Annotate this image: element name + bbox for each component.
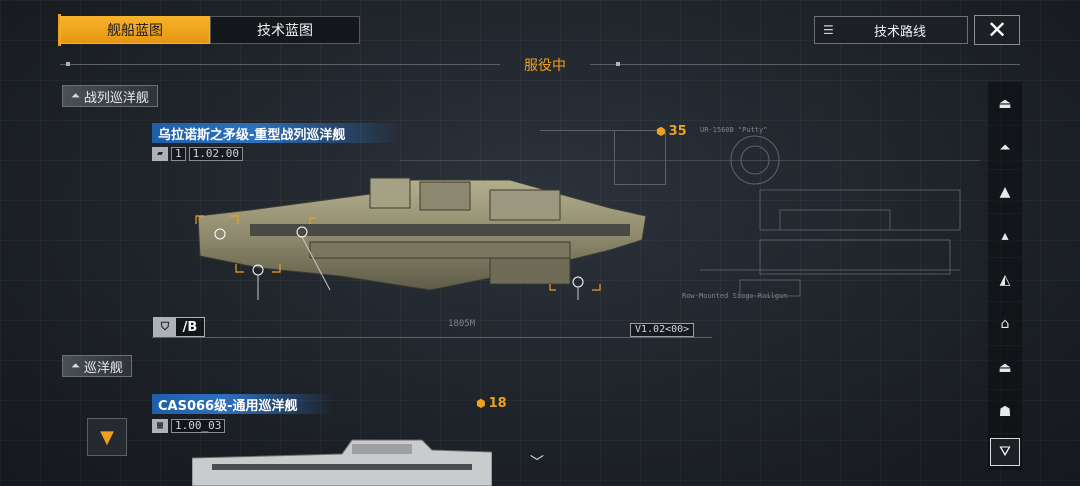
battlecruiser-icon: ⏶	[71, 89, 80, 102]
ship-cost-value: 18	[488, 396, 507, 411]
cruiser-icon: ⏶	[71, 359, 80, 372]
carrier-icon[interactable]: ⌂	[988, 302, 1022, 346]
destroyer-icon[interactable]: ▴	[988, 214, 1022, 258]
tab-ship-blueprint[interactable]: 舰船蓝图	[60, 16, 210, 44]
ship-cost: ⬢ 18	[476, 396, 507, 411]
support-icon[interactable]: ⏏	[988, 346, 1022, 390]
shield-icon: ⛉	[154, 318, 176, 336]
category-label: 巡洋舰	[83, 360, 123, 376]
filter-button[interactable]: ⛛	[990, 438, 1020, 466]
blueprint-line	[614, 130, 615, 185]
cruiser-icon[interactable]: ▲	[988, 170, 1022, 214]
ship-model-cas066[interactable]	[192, 436, 492, 486]
close-icon: ✕	[986, 16, 1008, 44]
rank-chevron-icon: ▼	[100, 426, 114, 448]
blueprint-line	[540, 130, 660, 131]
category-label: 战列巡洋舰	[83, 90, 149, 106]
battlecruiser-icon[interactable]: ⏶	[988, 126, 1022, 170]
ship-rank-badge: ⛉ /B	[153, 317, 205, 337]
tab-decoration	[58, 14, 70, 46]
blueprint-tabs: 舰船蓝图 技术蓝图	[60, 16, 360, 44]
corvette-icon[interactable]: ☗	[988, 390, 1022, 434]
blueprint-line	[614, 184, 666, 185]
ship-version: V1.02<00>	[630, 323, 695, 337]
fleet-rank-button[interactable]: ▼	[87, 418, 127, 456]
frigate-icon[interactable]: ◭	[988, 258, 1022, 302]
blueprint-ruler	[152, 337, 712, 338]
ship-name[interactable]: CAS066级-通用巡洋舰	[152, 394, 332, 414]
ship-cost-value: 35	[668, 124, 687, 139]
divider-dot	[616, 62, 620, 66]
category-battlecruiser[interactable]: ⏶ 战列巡洋舰	[62, 85, 158, 107]
tech-route-button[interactable]: ☰ 技术路线	[814, 16, 968, 44]
ship-model-uranus-spear[interactable]	[190, 172, 650, 300]
ship-code-index: 1	[171, 147, 186, 161]
divider-right	[590, 64, 1020, 65]
list-tree-icon: ☰	[823, 23, 834, 37]
ship-cost: ⬢ 35	[656, 124, 687, 139]
flagship-icon[interactable]: ⏏	[988, 82, 1022, 126]
command-points-icon: ⬢	[476, 397, 486, 410]
ship-rank: /B	[176, 318, 204, 336]
close-button[interactable]: ✕	[974, 15, 1020, 45]
tab-tech-blueprint[interactable]: 技术蓝图	[210, 16, 360, 44]
divider-dot	[66, 62, 70, 66]
ship-code-value: 1.02.00	[188, 147, 243, 161]
divider-left	[60, 64, 500, 65]
blueprint-line	[400, 160, 980, 161]
blueprint-annotation: Row-Mounted Siege Railgun	[682, 292, 788, 300]
hull-type-icon: ▦	[152, 419, 168, 433]
blueprint-wireframe	[700, 135, 961, 297]
ship-code: ▰ 1 1.02.00	[152, 146, 243, 162]
blueprint-length: 1805M	[448, 319, 476, 329]
command-points-icon: ⬢	[656, 125, 666, 138]
hull-type-icon: ▰	[152, 147, 168, 161]
section-title: 服役中	[524, 58, 566, 74]
ship-class-sidebar: ⏏ ⏶ ▲ ▴ ◭ ⌂ ⏏ ☗	[988, 82, 1022, 470]
category-cruiser[interactable]: ⏶ 巡洋舰	[62, 355, 132, 377]
filter-icon: ⛛	[999, 444, 1011, 460]
blueprint-annotation: UR-1560B "Putty"	[700, 126, 768, 134]
blueprint-line	[665, 130, 666, 185]
ship-code: ▦ 1.00_03	[152, 418, 226, 434]
tech-route-label: 技术路线	[873, 24, 926, 40]
ship-name[interactable]: 乌拉诺斯之矛级-重型战列巡洋舰	[152, 123, 402, 143]
scroll-down-icon[interactable]: ﹀	[530, 455, 544, 471]
ship-code-value: 1.00_03	[171, 419, 226, 433]
